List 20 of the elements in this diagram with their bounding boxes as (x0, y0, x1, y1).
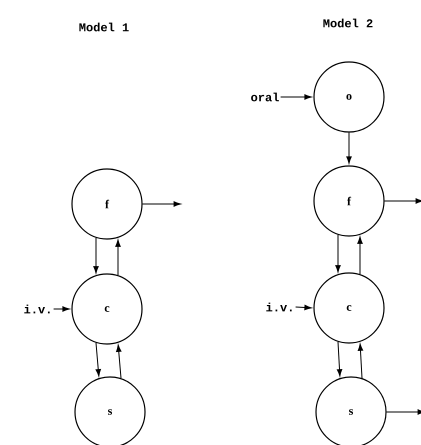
route-label: i.v. (24, 304, 50, 314)
arrow (116, 344, 122, 379)
arrow (358, 344, 364, 379)
arrow (357, 236, 363, 275)
arrow (280, 94, 312, 100)
arrow (335, 234, 341, 272)
route-label: oral (251, 92, 279, 102)
arrow (384, 198, 421, 204)
arrow (295, 304, 312, 310)
arrow (93, 237, 99, 274)
model-title: Model 2 (323, 18, 372, 28)
arrow (96, 342, 101, 376)
arrow (115, 240, 121, 276)
arrow (53, 306, 70, 312)
model-title: Model 1 (79, 22, 129, 32)
arrow (336, 341, 342, 376)
arrow (386, 409, 421, 415)
arrow (346, 132, 352, 164)
route-label: i.v. (266, 302, 292, 312)
arrow (142, 201, 181, 207)
